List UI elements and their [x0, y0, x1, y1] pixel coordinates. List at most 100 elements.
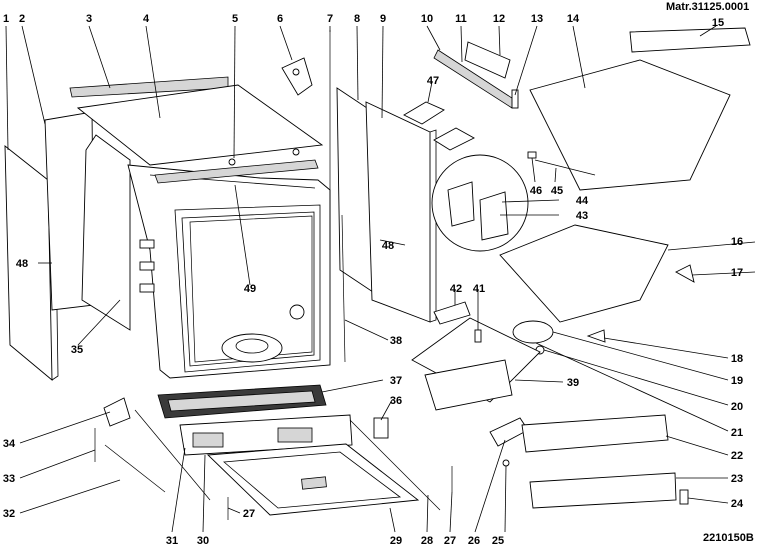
- callout-15: 15: [712, 17, 724, 29]
- insulation-inner: [81, 134, 131, 331]
- callout-11: 11: [455, 13, 467, 25]
- callout-39: 39: [567, 377, 579, 389]
- leader-44: [501, 199, 560, 203]
- rinse-cap-26: [489, 417, 529, 447]
- callout-4: 4: [143, 13, 150, 25]
- matr-label: Matr.31125.0001: [666, 1, 749, 13]
- callout-35: 35: [71, 344, 83, 356]
- leader-36: [380, 399, 393, 421]
- clip-24: [679, 489, 689, 505]
- callout-48-left: 48: [16, 258, 28, 270]
- tub-vent-2: [139, 261, 155, 271]
- cutlery-basket: [424, 359, 513, 411]
- leader-20: [543, 349, 729, 406]
- part-41: [474, 329, 482, 343]
- callout-48-right: 48: [382, 240, 394, 252]
- callout-9: 9: [380, 13, 386, 25]
- callout-20: 20: [731, 401, 743, 413]
- leader-49: [234, 184, 251, 286]
- callout-29: 29: [390, 535, 402, 547]
- callout-45: 45: [551, 185, 563, 197]
- callout-28: 28: [421, 535, 433, 547]
- tub-outlet: [289, 304, 305, 320]
- leader-12: [498, 25, 501, 56]
- callout-47: 47: [427, 75, 439, 87]
- callout-17: 17: [731, 267, 743, 279]
- leader-13: [514, 25, 538, 96]
- callout-19: 19: [731, 375, 743, 387]
- callout-8: 8: [354, 13, 360, 25]
- leader-16: [667, 241, 756, 251]
- leader-37: [321, 379, 384, 393]
- door-panel-inner: [223, 451, 402, 509]
- cable-28: [349, 419, 441, 511]
- leader-47: [427, 81, 433, 103]
- leader-2: [21, 25, 46, 125]
- bracket-6-hole: [292, 68, 300, 76]
- callout-25: 25: [492, 535, 504, 547]
- leader-1: [5, 25, 9, 151]
- leader-25: [504, 465, 507, 533]
- leader-34: [19, 411, 111, 444]
- callout-12: 12: [493, 13, 505, 25]
- callout-41: 41: [473, 283, 485, 295]
- tub-inner-frame: [174, 204, 321, 373]
- tub-vent-3: [139, 283, 155, 293]
- comb-42: [433, 301, 471, 325]
- small-basket-b: [479, 191, 509, 241]
- callout-42: 42: [450, 283, 462, 295]
- callout-2: 2: [19, 13, 25, 25]
- callout-3: 3: [86, 13, 92, 25]
- door-seal: [189, 215, 313, 363]
- callout-49: 49: [244, 283, 256, 295]
- callout-30: 30: [197, 535, 209, 547]
- leader-35: [77, 299, 121, 346]
- callout-6: 6: [277, 13, 283, 25]
- leader-48b: [379, 239, 406, 246]
- leader-15: [699, 25, 717, 37]
- leader-19: [552, 331, 729, 381]
- callout-36: 36: [390, 395, 402, 407]
- rail-end-13: [511, 89, 519, 109]
- callout-14: 14: [567, 13, 580, 25]
- cable-31: [134, 409, 211, 501]
- callout-1: 1: [3, 13, 9, 25]
- nut-25: [502, 459, 510, 467]
- callout-43: 43: [576, 210, 588, 222]
- tub-inner-frame2: [181, 211, 315, 367]
- callout-31: 31: [166, 535, 178, 547]
- top-rail: [154, 159, 319, 184]
- pin-45: [534, 159, 596, 176]
- leader-27a: [227, 507, 241, 514]
- leader-18: [603, 337, 729, 359]
- callout-23: 23: [731, 473, 743, 485]
- callout-44: 44: [576, 195, 589, 207]
- callout-33: 33: [3, 473, 15, 485]
- leader-45: [554, 167, 557, 183]
- control-panel-inner: [167, 390, 316, 412]
- base-panel-22: [521, 414, 669, 453]
- callout-7: 7: [327, 13, 333, 25]
- callout-numbers: 1 2 3 4 5 6 7 8 9 10 11 12 13 14 15 16 1…: [3, 13, 744, 547]
- microswitch-36: [373, 417, 389, 439]
- leader-33: [19, 449, 96, 479]
- leader-17: [691, 271, 756, 276]
- lower-basket: [499, 224, 669, 323]
- callout-24: 24: [731, 498, 744, 510]
- drawing-code: 2210150B: [703, 532, 754, 544]
- leader-39: [514, 379, 564, 383]
- leader-4: [145, 25, 161, 119]
- clip-47b: [433, 127, 475, 151]
- door-dispenser: [301, 476, 327, 490]
- callout-27-right: 27: [444, 535, 456, 547]
- hinge-spring-32: [104, 444, 166, 493]
- callout-37: 37: [390, 375, 402, 387]
- bracket-6: [281, 57, 313, 96]
- callout-13: 13: [531, 13, 543, 25]
- callout-21: 21: [731, 427, 743, 439]
- callout-34: 34: [3, 438, 16, 450]
- worktop-plate: [76, 84, 324, 166]
- leader-11: [460, 25, 463, 63]
- leader-30: [202, 454, 206, 533]
